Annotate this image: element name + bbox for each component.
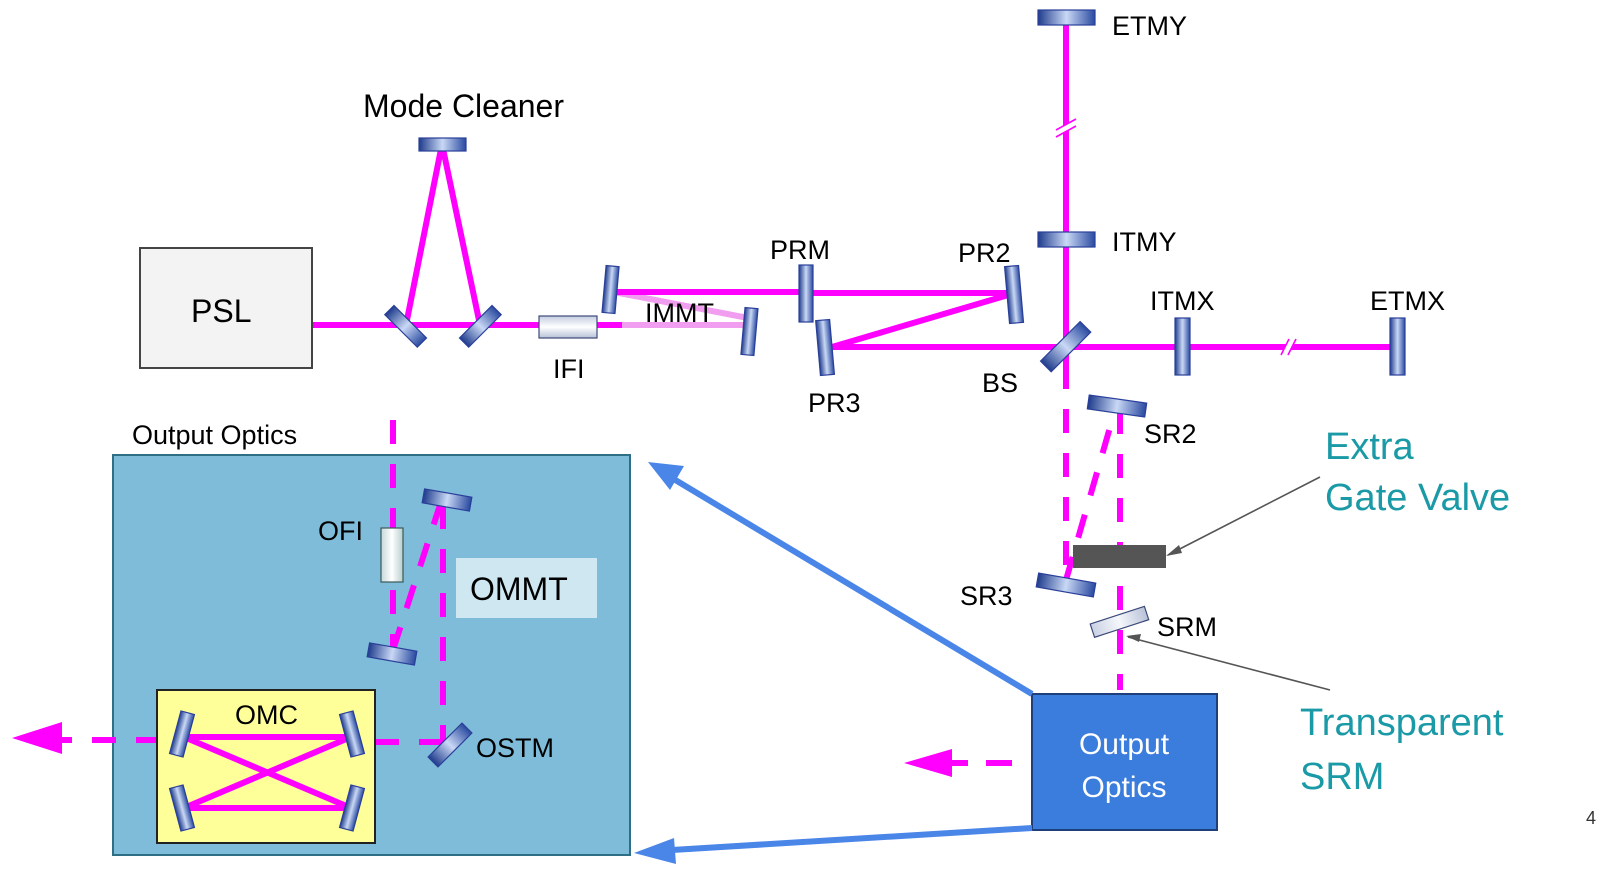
etmy-label: ETMY	[1112, 11, 1187, 41]
psl-label: PSL	[191, 293, 251, 329]
ofi-isolator	[380, 527, 404, 583]
ifi-isolator	[538, 315, 598, 339]
pr2-label: PR2	[958, 238, 1011, 268]
callout-arrow-lower-head	[634, 838, 676, 864]
pr2-mirror	[1003, 264, 1025, 325]
bs-mirror	[1039, 320, 1092, 373]
prm-mirror	[798, 264, 814, 323]
callout-arrow-upper-head	[648, 462, 684, 490]
sr3-label: SR3	[960, 581, 1013, 611]
y-arm-break-b	[1055, 125, 1077, 138]
mode-cleaner-label: Mode Cleaner	[363, 88, 564, 124]
pr3-mirror	[815, 318, 836, 377]
srm-label: SRM	[1157, 612, 1217, 642]
mode-cleaner-left-mirror	[383, 304, 428, 349]
srm-leader	[1127, 636, 1331, 691]
callout-arrow-upper	[670, 475, 1034, 697]
itmx-mirror	[1174, 317, 1191, 376]
gate-valve-leader-head	[1166, 545, 1182, 556]
ofi-label: OFI	[318, 516, 363, 546]
output-optics-box-line1: Output	[1079, 728, 1170, 761]
pr3-label: PR3	[808, 388, 861, 418]
page-number: 4	[1586, 808, 1596, 828]
immt-mirror-right	[740, 306, 759, 357]
sr3-mirror	[1035, 572, 1097, 598]
etmx-mirror	[1389, 317, 1406, 376]
ommt-label-box	[456, 558, 597, 618]
etmx-label: ETMX	[1370, 286, 1445, 316]
omc-label: OMC	[235, 700, 298, 730]
itmy-label: ITMY	[1112, 227, 1177, 257]
transparent-srm-line1: Transparent	[1300, 702, 1504, 744]
mode-cleaner-top-mirror	[418, 137, 467, 152]
omc-mirror-br	[338, 784, 366, 832]
sr2-mirror	[1086, 394, 1148, 418]
sr2-label: SR2	[1144, 419, 1197, 449]
omc-mirror-tr	[338, 710, 366, 758]
ommt-mirror-top	[421, 488, 473, 512]
y-arm-break-1	[1056, 121, 1076, 136]
immt-label: IMMT	[645, 298, 714, 328]
itmx-label: ITMX	[1150, 286, 1215, 316]
prm-label: PRM	[770, 235, 830, 265]
callout-arrow-lower	[671, 825, 1033, 853]
output-optics-box-line2: Optics	[1081, 771, 1166, 804]
immt-beam-top	[613, 289, 749, 321]
gate-valve-leader	[1167, 476, 1321, 556]
ostm-mirror	[427, 722, 473, 768]
mode-cleaner-right-mirror	[458, 304, 503, 349]
extra-gate-valve-line2: Gate Valve	[1325, 477, 1510, 519]
y-arm-break-a	[1055, 118, 1077, 131]
srm-leader-head	[1126, 634, 1141, 642]
sr3-sr2-beam	[1063, 409, 1118, 581]
gate-valve	[1073, 545, 1166, 568]
omc-mirror-bl	[168, 784, 196, 832]
ommt-mirror-bottom	[366, 642, 418, 666]
x-arm-break	[1281, 338, 1295, 356]
ommt-label: OMMT	[470, 571, 568, 607]
omc-beam-cross-2	[182, 734, 353, 811]
psl-box	[139, 247, 313, 369]
output-optics-title: Output Optics	[132, 420, 297, 450]
pr2-pr3-beam	[831, 290, 1016, 350]
omc-mirror-tl	[168, 710, 196, 758]
transparent-srm-line2: SRM	[1300, 756, 1384, 798]
output-optics-box	[1031, 693, 1218, 831]
mode-cleaner-beam	[403, 143, 483, 326]
x-arm-break-a	[1280, 338, 1290, 356]
etmy-mirror	[1037, 9, 1096, 26]
ostm-label: OSTM	[476, 733, 554, 763]
bs-label: BS	[982, 368, 1018, 398]
omc-exit-arrowhead	[12, 722, 62, 754]
srm-mirror	[1089, 605, 1150, 639]
extra-gate-valve-line1: Extra	[1325, 426, 1415, 468]
x-arm-break-b	[1287, 338, 1297, 356]
ifi-label: IFI	[553, 354, 585, 384]
itmy-mirror	[1037, 231, 1096, 248]
output-exit-arrowhead	[904, 749, 952, 777]
immt-mirror-left	[601, 264, 620, 315]
